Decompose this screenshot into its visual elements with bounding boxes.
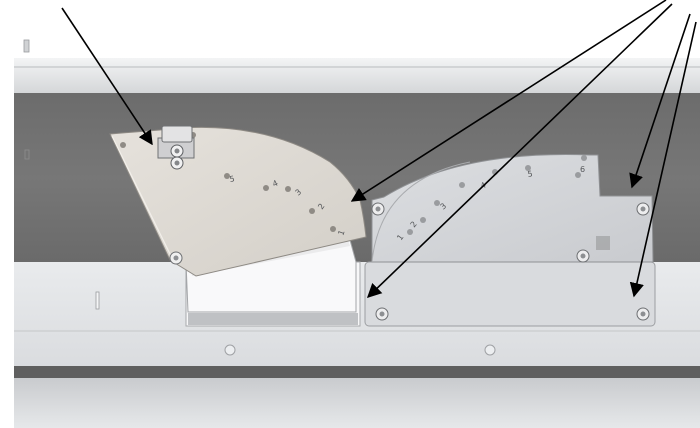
sector-hole: [224, 173, 230, 179]
sector-hole: [309, 208, 315, 214]
callout-arrow: [350, 0, 667, 202]
band-marker: [24, 149, 30, 160]
rear-hole: [459, 182, 465, 188]
rear-number: 3: [439, 201, 449, 211]
housing-hole-left: [224, 344, 236, 356]
rear-hole: [407, 229, 413, 235]
rear-number: 6: [580, 165, 585, 174]
sector-plate-screw: [169, 251, 183, 265]
callout-arrow: [366, 3, 673, 298]
sector-hole: [285, 186, 291, 192]
rear-hole: [525, 165, 531, 171]
rear-plate: 1 2 3 4 5 6: [364, 154, 656, 327]
pivot-block: [157, 125, 195, 170]
sector-hole: [330, 226, 336, 232]
sector-number: 1: [336, 229, 346, 237]
callout-arrow: [629, 13, 691, 189]
sector-number: 2: [316, 202, 326, 211]
sector-number: 3: [294, 187, 304, 197]
rear-number: 5: [527, 169, 534, 179]
rear-plate-screw: [576, 249, 590, 263]
rear-plate-screw: [636, 307, 650, 321]
rear-plate-lower: [364, 261, 656, 327]
sector-hole: [263, 185, 269, 191]
callout-arrow: [629, 21, 697, 298]
slot-marker: [95, 291, 100, 310]
rear-hole: [420, 217, 426, 223]
dark-rail: [14, 366, 700, 378]
bottom-shelf: [14, 378, 700, 428]
rear-hole: [434, 200, 440, 206]
upper-rail-tab: [23, 39, 30, 53]
sector-number: 5: [229, 174, 236, 184]
rear-plate-arc: [371, 161, 471, 263]
sector-hole: [120, 142, 126, 148]
rear-plate-upper: [371, 154, 654, 263]
rear-number: 1: [395, 233, 405, 242]
rear-hole: [575, 172, 581, 178]
rear-plate-screw: [636, 202, 650, 216]
rear-plate-screw: [371, 202, 385, 216]
pivot-screw: [170, 156, 184, 170]
rear-hole: [581, 155, 587, 161]
housing-hole-right: [484, 344, 496, 356]
callout-arrow: [61, 7, 153, 146]
rear-number: 2: [409, 220, 419, 230]
rear-plate-notch: [596, 236, 610, 250]
sector-number: 4: [271, 179, 279, 189]
callout-arrows: [61, 0, 697, 298]
pivot-screw: [170, 144, 184, 158]
rear-plate-screw: [375, 307, 389, 321]
